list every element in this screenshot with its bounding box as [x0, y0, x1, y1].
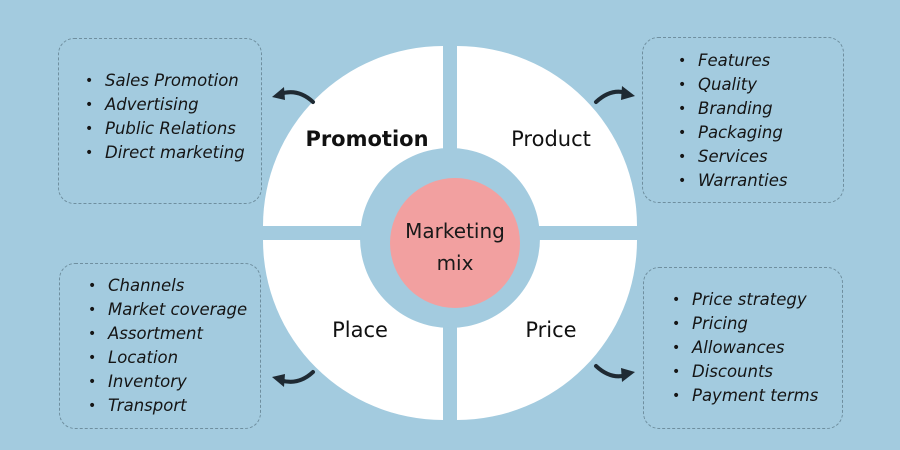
list-item: Public Relations: [85, 117, 261, 141]
list-item: Warranties: [678, 169, 843, 193]
price-list: Price strategy Pricing Allowances Discou…: [672, 288, 842, 408]
list-item: Channels: [88, 274, 260, 298]
label-promotion: Promotion: [305, 127, 428, 151]
list-item: Discounts: [672, 360, 842, 384]
curved-arrow-icon: [278, 370, 315, 384]
center-label-line2: mix: [437, 251, 474, 275]
label-place: Place: [332, 318, 388, 342]
list-item: Price strategy: [672, 288, 842, 312]
product-list-box: Features Quality Branding Packaging Serv…: [642, 37, 844, 203]
curved-arrow-head-icon: [621, 86, 635, 100]
list-item: Market coverage: [88, 298, 260, 322]
list-item: Assortment: [88, 322, 260, 346]
list-item: Allowances: [672, 336, 842, 360]
promotion-list: Sales Promotion Advertising Public Relat…: [85, 69, 261, 165]
list-item: Packaging: [678, 121, 843, 145]
curved-arrow-head-icon: [272, 87, 285, 100]
list-item: Quality: [678, 73, 843, 97]
list-item: Pricing: [672, 312, 842, 336]
list-item: Transport: [88, 394, 260, 418]
label-product: Product: [511, 127, 591, 151]
list-item: Sales Promotion: [85, 69, 261, 93]
list-item: Location: [88, 346, 260, 370]
list-item: Services: [678, 145, 843, 169]
price-list-box: Price strategy Pricing Allowances Discou…: [643, 267, 843, 429]
curved-arrow-head-icon: [272, 374, 285, 387]
list-item: Inventory: [88, 370, 260, 394]
promotion-list-box: Sales Promotion Advertising Public Relat…: [58, 38, 262, 204]
label-price: Price: [525, 318, 576, 342]
curved-arrow-icon: [278, 90, 315, 104]
list-item: Direct marketing: [85, 141, 261, 165]
place-list: Channels Market coverage Assortment Loca…: [88, 274, 260, 418]
center-circle: [390, 178, 520, 308]
place-list-box: Channels Market coverage Assortment Loca…: [59, 263, 261, 429]
list-item: Branding: [678, 97, 843, 121]
list-item: Payment terms: [672, 384, 842, 408]
list-item: Advertising: [85, 93, 261, 117]
product-list: Features Quality Branding Packaging Serv…: [678, 49, 843, 193]
curved-arrow-head-icon: [621, 368, 635, 382]
list-item: Features: [678, 49, 843, 73]
center-label-line1: Marketing: [405, 219, 505, 243]
